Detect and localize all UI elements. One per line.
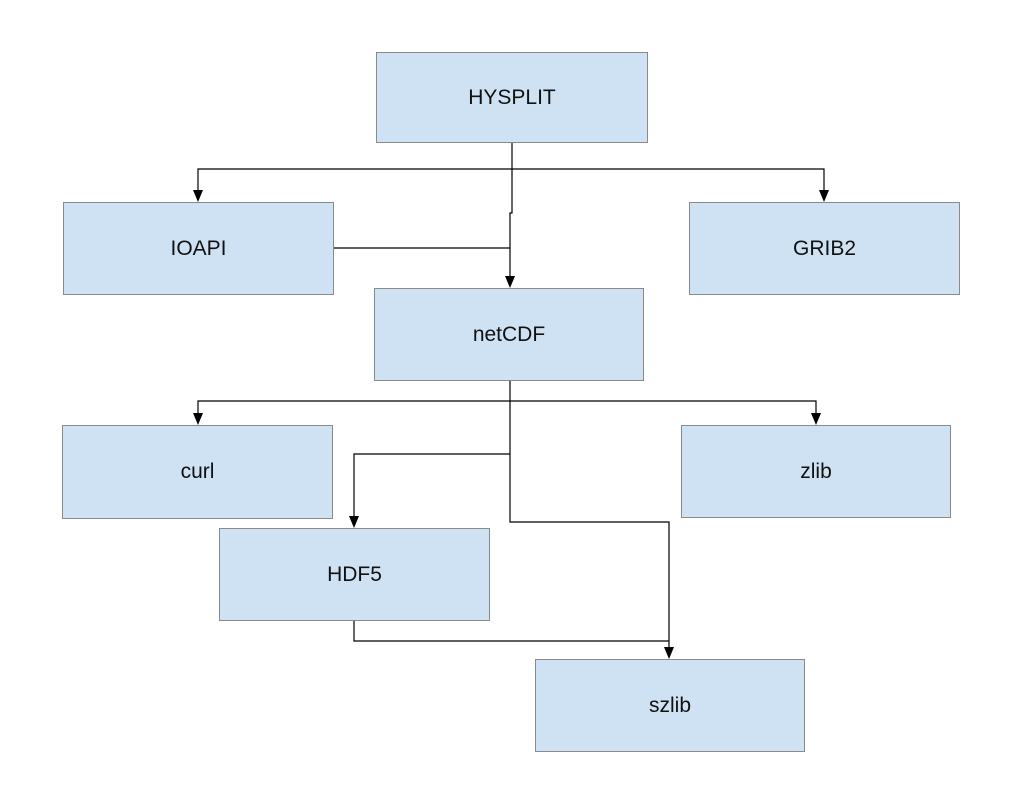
node-netcdf: netCDF [374,288,644,381]
arrowhead-curl [193,413,203,425]
node-hdf5: HDF5 [219,528,490,621]
arrowhead-ioapi [193,190,203,202]
edge-hdf5-szlib [353,620,669,642]
edge-netcdf-curl [197,380,511,416]
node-hysplit: HYSPLIT [376,52,648,143]
edge-netcdf-hdf5 [353,401,511,519]
node-grib2: GRIB2 [689,202,960,295]
node-curl: curl [62,425,333,519]
arrowhead-netcdf [505,276,515,288]
node-szlib: szlib [535,659,805,752]
edge-hysplit-netcdf [509,169,513,279]
arrowhead-szlib [664,647,674,659]
edge-netcdf-zlib [510,400,817,416]
arrowhead-grib2 [819,190,829,202]
edge-netcdf-szlib [509,454,670,650]
edge-hysplit-ioapi [197,143,513,193]
edge-hysplit-grib2 [512,168,825,193]
arrowhead-zlib [811,413,821,425]
node-zlib: zlib [681,425,951,518]
arrowhead-hdf5 [349,516,359,528]
node-ioapi: IOAPI [63,202,334,295]
